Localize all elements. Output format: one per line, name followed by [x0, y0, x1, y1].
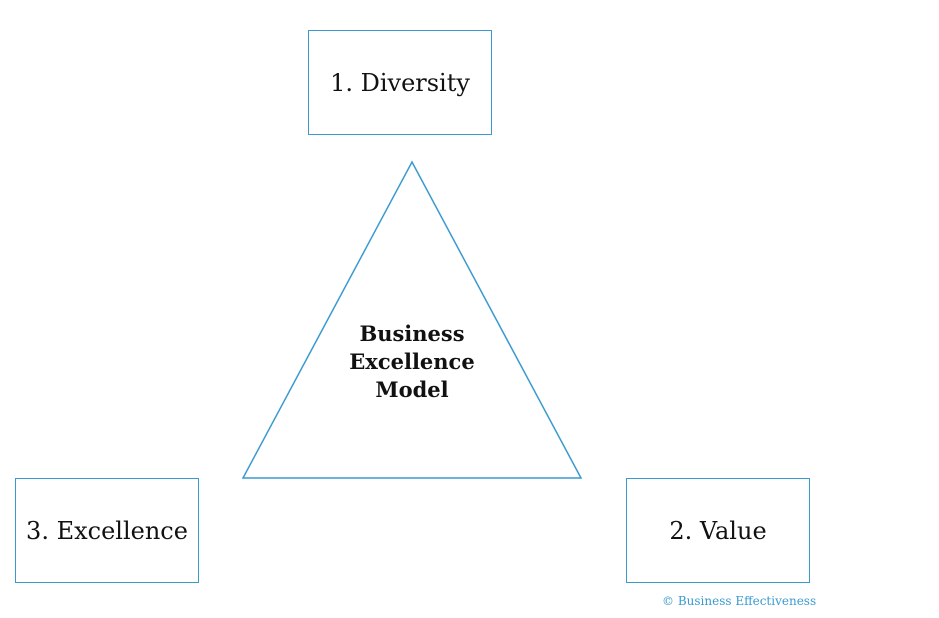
- center-title-line-3: Model: [375, 377, 449, 402]
- center-title-line-2: Excellence: [349, 349, 475, 374]
- model-triangle: [241, 160, 583, 479]
- center-title-line-1: Business: [359, 321, 465, 346]
- node-excellence: 3. Excellence: [15, 478, 199, 583]
- node-diversity: 1. Diversity: [308, 30, 492, 135]
- node-excellence-label: 3. Excellence: [26, 516, 188, 545]
- copyright-notice: © Business Effectiveness: [662, 594, 817, 608]
- node-value-label: 2. Value: [669, 516, 767, 545]
- node-value: 2. Value: [626, 478, 810, 583]
- node-diversity-label: 1. Diversity: [330, 68, 470, 97]
- center-title: Business Excellence Model: [312, 320, 512, 404]
